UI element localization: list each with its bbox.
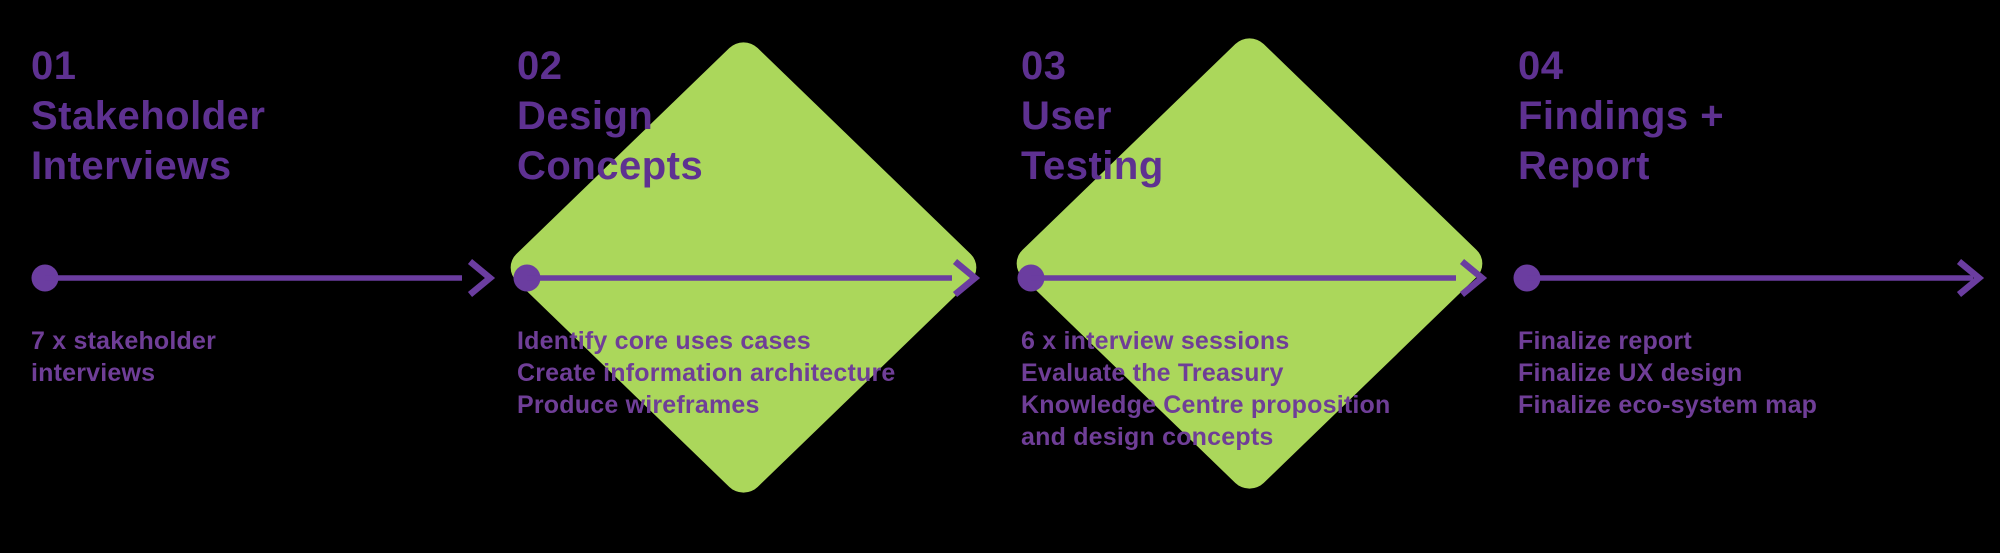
phase-detail-line: 6 x interview sessions <box>1021 327 1290 355</box>
phase-number: 01 <box>31 44 77 88</box>
phase-title-line: Interviews <box>31 144 232 188</box>
phase-title-line: Stakeholder <box>31 94 266 138</box>
phase-title: 03 User Testing <box>1021 41 1164 191</box>
timeline-arrow-02 <box>513 258 981 298</box>
phase-title: 01 Stakeholder Interviews <box>31 41 265 191</box>
phase-title: 04 Findings + Report <box>1518 41 1724 191</box>
phase-detail-line: Evaluate the Treasury <box>1021 359 1284 387</box>
phase-detail-line: Produce wireframes <box>517 391 760 419</box>
phase-detail-line: Knowledge Centre proposition <box>1021 391 1391 419</box>
phase-title-line: Findings + <box>1518 94 1725 138</box>
arrowhead-icon <box>467 258 496 298</box>
phase-detail-line: Identify core uses cases <box>517 327 811 355</box>
phase-details: Identify core uses cases Create informat… <box>517 325 896 421</box>
arrowhead-icon <box>1459 258 1488 298</box>
phase-number: 03 <box>1021 44 1067 88</box>
phase-details: 7 x stakeholder interviews <box>31 325 216 389</box>
arrowhead-icon <box>952 258 981 298</box>
phase-detail-line: Create information architecture <box>517 359 896 387</box>
phase-title-line: Report <box>1518 144 1650 188</box>
arrowhead-icon <box>1956 258 1985 298</box>
phase-title-line: User <box>1021 94 1112 138</box>
phase-details: 6 x interview sessions Evaluate the Trea… <box>1021 325 1391 453</box>
timeline-arrow-01 <box>31 258 496 298</box>
phase-title: 02 Design Concepts <box>517 41 703 191</box>
phase-detail-line: Finalize UX design <box>1518 359 1743 387</box>
phase-title-line: Design <box>517 94 654 138</box>
timeline-arrow-04 <box>1513 258 1985 298</box>
phase-detail-line: interviews <box>31 359 156 387</box>
phase-detail-line: and design concepts <box>1021 423 1274 451</box>
phase-detail-line: Finalize report <box>1518 327 1692 355</box>
phase-number: 04 <box>1518 44 1564 88</box>
phase-title-line: Concepts <box>517 144 704 188</box>
timeline-arrow-03 <box>1017 258 1488 298</box>
phase-detail-line: Finalize eco-system map <box>1518 391 1818 419</box>
phase-details: Finalize report Finalize UX design Final… <box>1518 325 1817 421</box>
phase-detail-line: 7 x stakeholder <box>31 327 217 355</box>
phase-number: 02 <box>517 44 563 88</box>
phase-title-line: Testing <box>1021 144 1164 188</box>
